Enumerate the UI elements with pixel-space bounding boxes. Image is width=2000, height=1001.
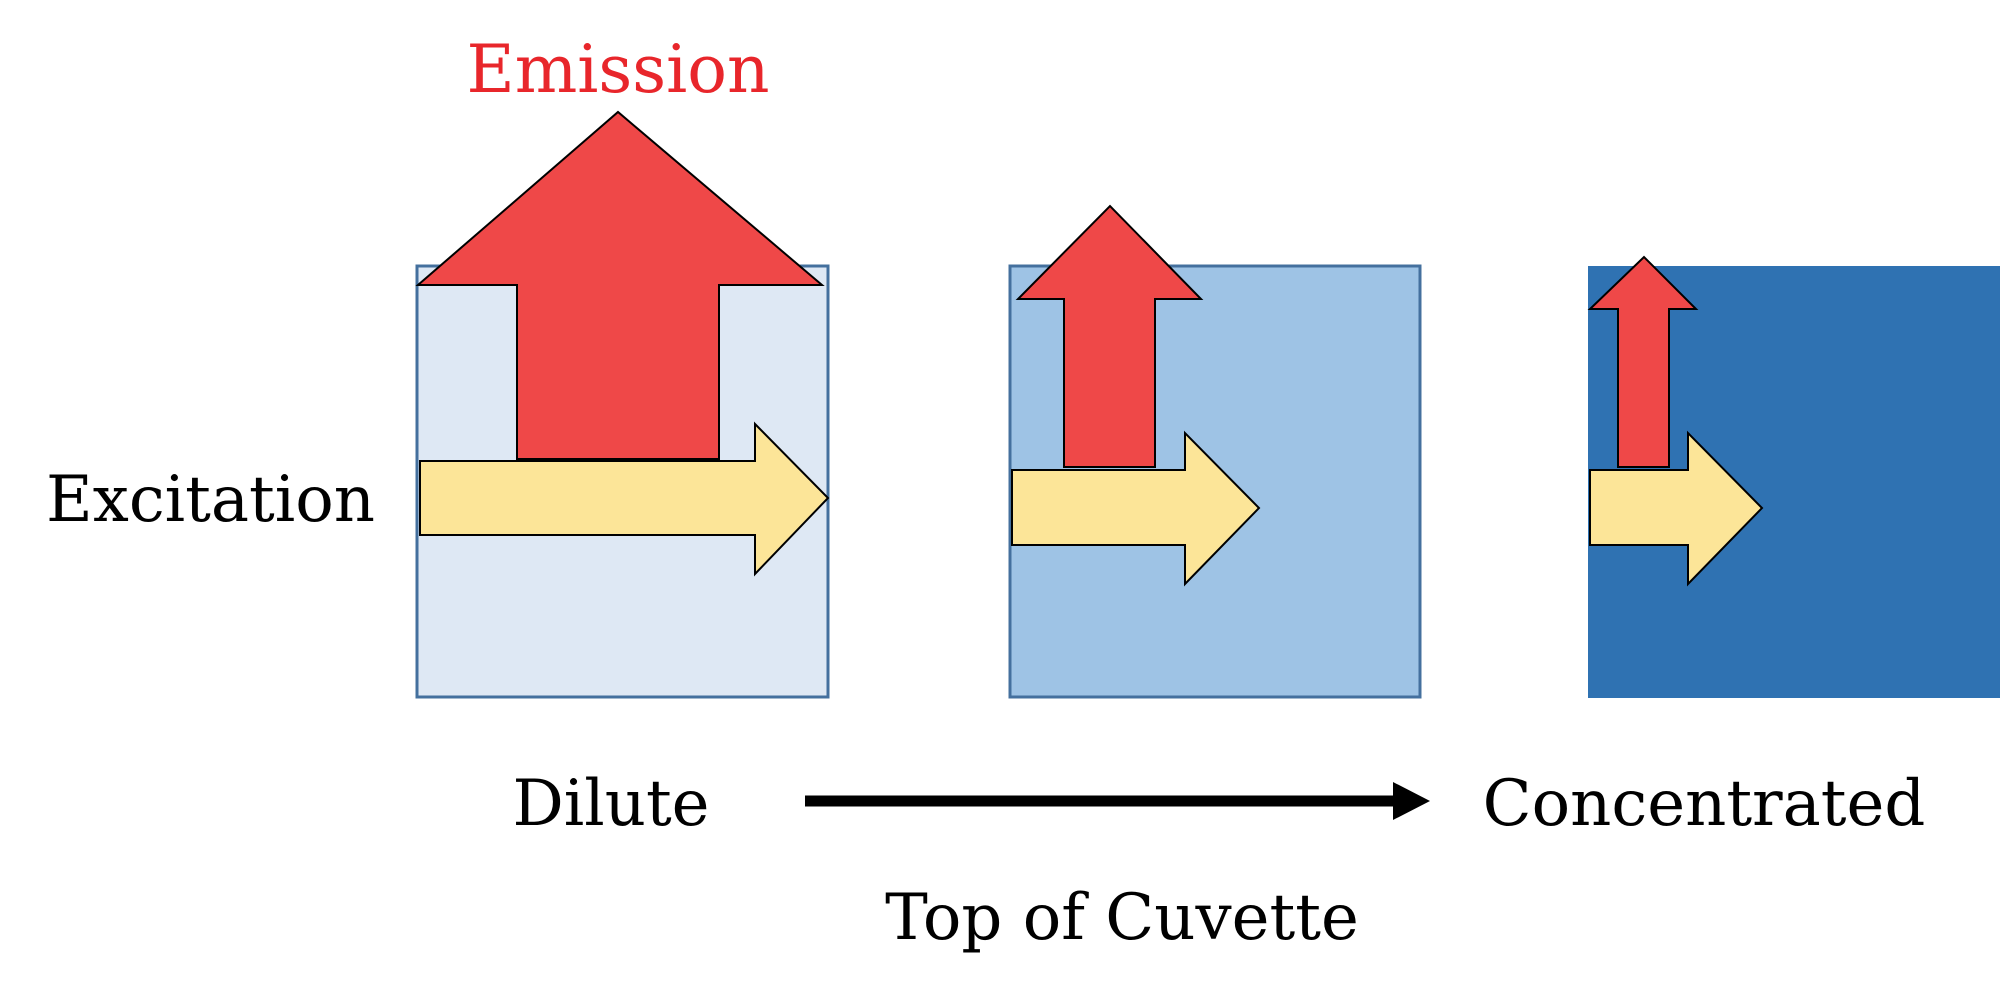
emission-arrow-dilute xyxy=(415,110,825,460)
emission-arrow-medium xyxy=(1015,204,1204,468)
excitation-arrow-concentrated xyxy=(1589,430,1764,587)
concentrated-label: Concentrated xyxy=(1483,767,1926,841)
dilute-label: Dilute xyxy=(512,767,709,841)
excitation-arrow-dilute xyxy=(419,421,830,577)
emission-label: Emission xyxy=(467,31,770,108)
concentration-arrow-head xyxy=(1393,782,1430,820)
emission-arrow-concentrated xyxy=(1587,255,1699,468)
excitation-label: Excitation xyxy=(46,463,375,537)
top-of-cuvette-label: Top of Cuvette xyxy=(885,881,1359,955)
excitation-arrow-medium xyxy=(1011,430,1261,587)
